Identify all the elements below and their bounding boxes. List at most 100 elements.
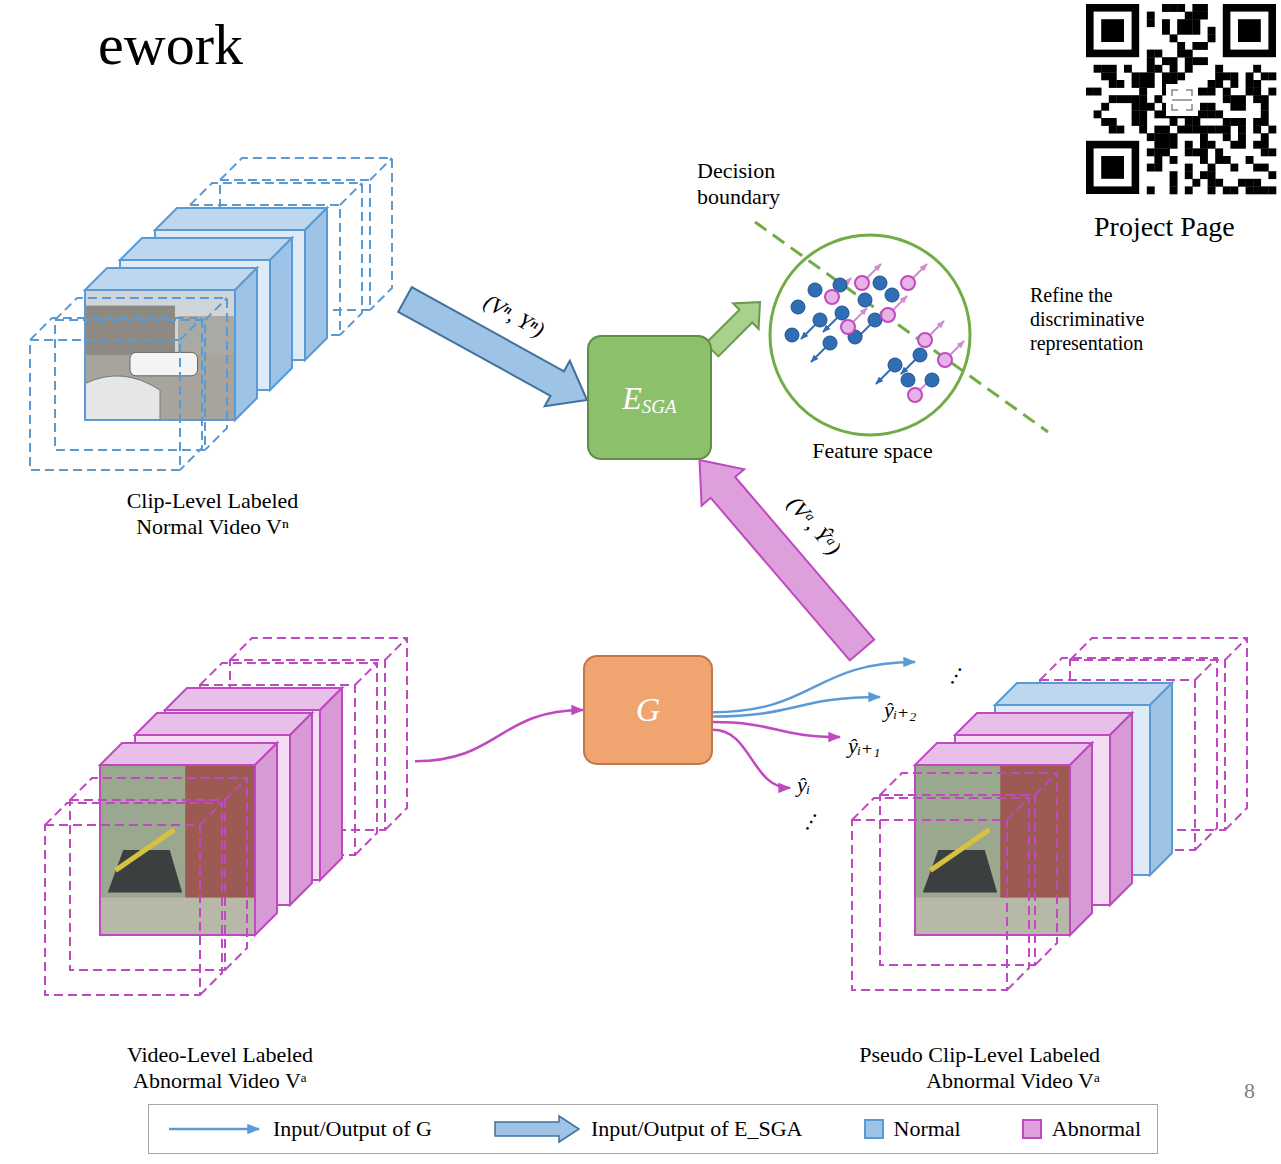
video-frame-image xyxy=(923,850,997,893)
note-text: Refine the discriminative representation xyxy=(1030,283,1200,355)
output-arrow xyxy=(713,722,840,737)
qr-module xyxy=(1208,171,1216,179)
qr-module xyxy=(1230,186,1238,194)
qr-scan-icon xyxy=(1172,90,1192,110)
frame-side xyxy=(305,208,327,360)
qr-module xyxy=(1177,4,1185,12)
qr-module xyxy=(1147,133,1155,141)
video-illustration xyxy=(20,650,415,1095)
legend-text: Input/Output of E_SGA xyxy=(591,1116,802,1142)
qr-module xyxy=(1200,88,1208,96)
frame-side xyxy=(270,238,292,390)
node-caption: Video-Level Labeled Abnormal Video Vᵃ xyxy=(100,1042,340,1095)
qr-module xyxy=(1192,126,1200,134)
qr-module xyxy=(1192,42,1200,50)
qr-module xyxy=(1208,110,1216,118)
pseudo-label: ŷᵢ xyxy=(797,772,810,798)
legend-text: Input/Output of G xyxy=(273,1116,432,1142)
dashed-frame xyxy=(880,773,1057,965)
qr-module xyxy=(1101,103,1109,111)
legend-box: Input/Output of GInput/Output of E_SGANo… xyxy=(148,1104,1158,1154)
qr-module xyxy=(1139,80,1147,88)
qr-module xyxy=(1147,72,1155,80)
qr-module xyxy=(1170,141,1178,149)
qr-module xyxy=(1200,171,1208,179)
qr-module xyxy=(1162,126,1170,134)
feature-shift-arrow xyxy=(913,264,927,278)
normal-feature-dot xyxy=(791,300,805,314)
frame-top xyxy=(915,743,1092,765)
qr-module xyxy=(1139,72,1147,80)
qr-module xyxy=(1238,133,1246,141)
qr-module xyxy=(1200,133,1208,141)
qr-finder xyxy=(1086,4,1139,57)
video-frame-image xyxy=(130,352,198,375)
frame-top xyxy=(100,743,277,765)
qr-finder xyxy=(1101,19,1124,42)
qr-module xyxy=(1139,95,1147,103)
qr-module xyxy=(1238,179,1246,187)
feature-space-circle: Feature space xyxy=(760,230,985,470)
qr-module xyxy=(1185,27,1193,35)
qr-module xyxy=(1177,126,1185,134)
qr-caption: Project Page xyxy=(1094,210,1235,244)
qr-module xyxy=(1261,118,1269,126)
video-frame-image xyxy=(108,850,182,893)
feature-shift-arrow xyxy=(801,325,815,339)
abnormal-feature-dot xyxy=(855,276,869,290)
qr-module xyxy=(1154,65,1162,73)
frame-side xyxy=(1150,683,1172,875)
callout-label: Decision boundary xyxy=(697,158,807,211)
qr-module xyxy=(1139,126,1147,134)
frame-top xyxy=(85,268,257,290)
video-frame-image xyxy=(915,898,1070,935)
qr-module xyxy=(1162,141,1170,149)
qr-module xyxy=(1132,80,1140,88)
qr-module xyxy=(1253,65,1261,73)
qr-module xyxy=(1177,50,1185,58)
frame-front xyxy=(100,765,255,935)
normal-feature-dot xyxy=(868,313,882,327)
legend-line-sample xyxy=(167,1119,263,1139)
qr-module xyxy=(1154,141,1162,149)
qr-module xyxy=(1185,12,1193,20)
qr-module xyxy=(1101,72,1109,80)
qr-module xyxy=(1116,80,1124,88)
qr-module xyxy=(1238,141,1246,149)
feature-shift-arrow xyxy=(930,321,944,335)
qr-module xyxy=(1230,141,1238,149)
qr-module xyxy=(1147,19,1155,27)
abnormal-feature-dot xyxy=(825,290,839,304)
dashed-frame xyxy=(852,798,1029,990)
output-arrow xyxy=(713,697,880,717)
video-frame-image xyxy=(85,306,175,355)
qr-module xyxy=(1215,179,1223,187)
qr-module xyxy=(1253,118,1261,126)
video-frame-image xyxy=(100,765,255,935)
qr-module xyxy=(1185,65,1193,73)
qr-module xyxy=(1147,12,1155,20)
qr-module xyxy=(1261,103,1269,111)
qr-module xyxy=(1268,171,1276,179)
qr-module xyxy=(1268,72,1276,80)
qr-module xyxy=(1215,65,1223,73)
qr-module xyxy=(1185,186,1193,194)
frame-side xyxy=(235,268,257,420)
encoder-box: ESGA xyxy=(587,335,712,460)
normal-feature-dot xyxy=(925,373,939,387)
qr-module xyxy=(1215,80,1223,88)
qr-module xyxy=(1147,148,1155,156)
frame-top xyxy=(135,713,312,735)
video-frame-image xyxy=(100,898,255,935)
feature-shift-arrow xyxy=(811,348,825,362)
video-stack: Video-Level Labeled Abnormal Video Vᵃ xyxy=(20,650,415,1095)
frame-side xyxy=(290,713,312,905)
qr-module xyxy=(1268,88,1276,96)
qr-module xyxy=(1177,72,1185,80)
frame-front xyxy=(915,765,1070,935)
qr-finder xyxy=(1094,12,1132,50)
qr-module xyxy=(1185,118,1193,126)
qr-module xyxy=(1215,72,1223,80)
qr-module xyxy=(1154,50,1162,58)
block-arrow xyxy=(700,460,875,660)
